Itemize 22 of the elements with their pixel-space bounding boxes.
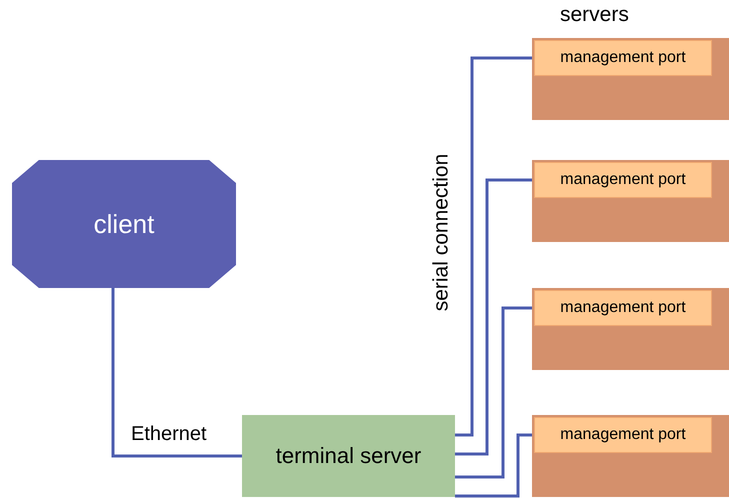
node-label: client xyxy=(94,208,154,240)
node-label: management port xyxy=(560,425,686,445)
connector-line xyxy=(455,434,534,498)
server-box xyxy=(532,288,729,370)
node-label: management port xyxy=(560,170,686,190)
connector-line xyxy=(455,306,534,478)
connection-label: serial connection xyxy=(430,152,452,314)
connector-line xyxy=(455,56,534,436)
node-label: management port xyxy=(560,298,686,318)
server-box xyxy=(532,160,729,242)
port-box xyxy=(534,417,712,453)
server-box xyxy=(532,415,729,497)
group-heading: servers xyxy=(560,4,629,25)
port-box xyxy=(534,290,712,326)
server-box xyxy=(532,38,729,120)
node-label: terminal server xyxy=(274,442,422,470)
connector-line xyxy=(455,178,534,456)
connector-line xyxy=(112,288,242,458)
port-box xyxy=(534,162,712,198)
node-label: management port xyxy=(560,48,686,68)
terminal-server-box xyxy=(242,415,455,497)
port-box xyxy=(534,40,712,76)
